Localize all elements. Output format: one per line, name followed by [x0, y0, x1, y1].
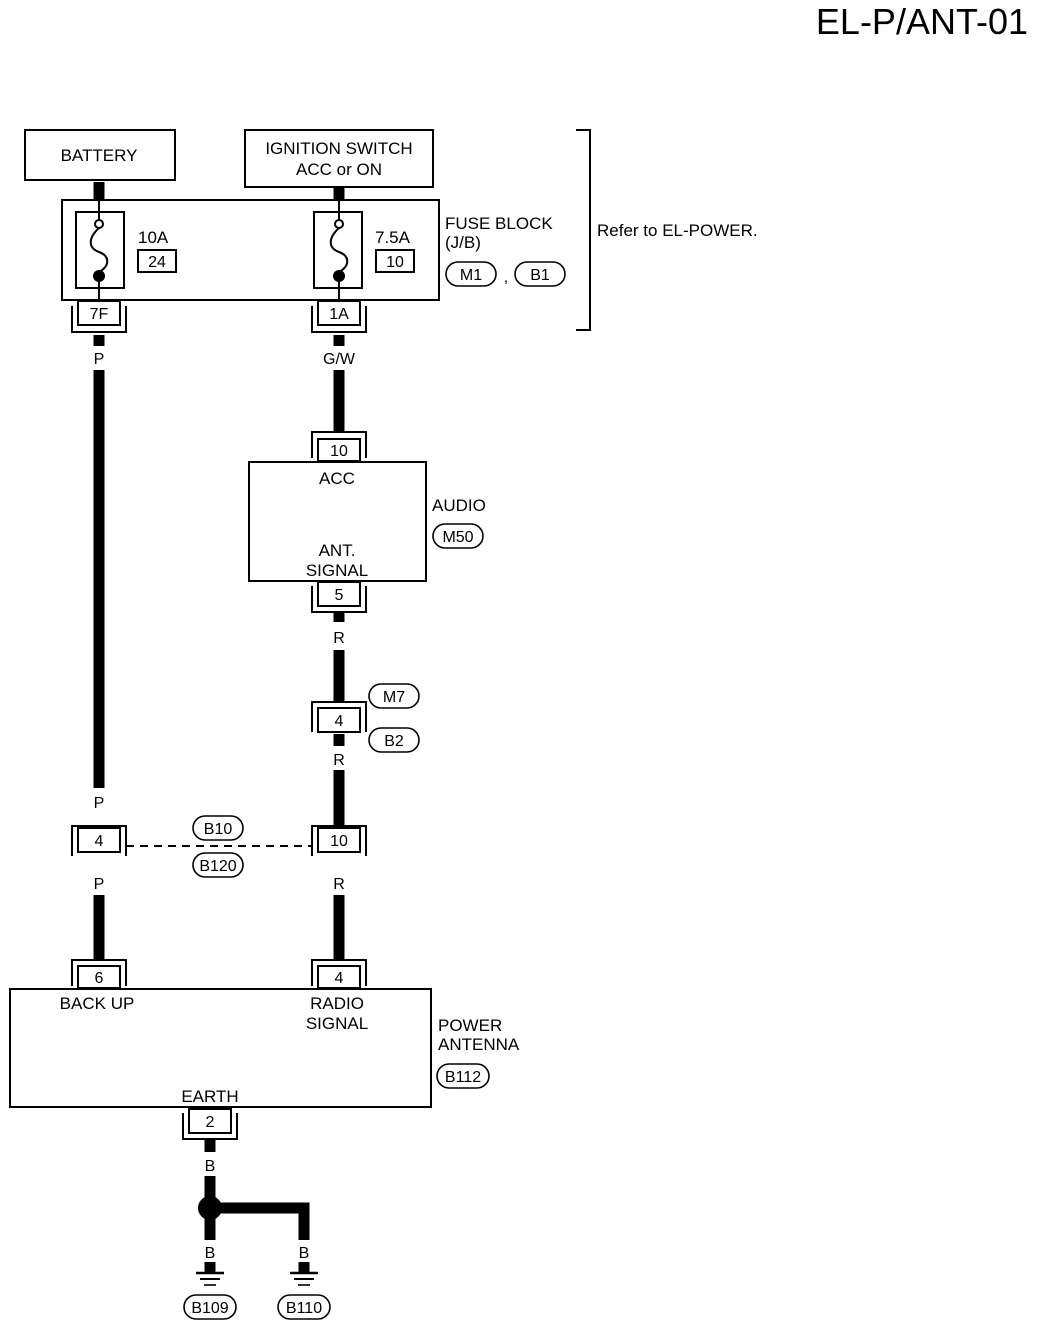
- fuse-block-title: FUSE BLOCK: [445, 214, 553, 233]
- ground-symbol-2: [290, 1271, 318, 1286]
- fuse-left-num-box: [137, 249, 177, 273]
- antenna-backup-label: BACK UP: [60, 994, 135, 1013]
- ground-b109: B109: [191, 1300, 228, 1317]
- splice-dot: [198, 1196, 222, 1220]
- connector-b120-pill: [192, 852, 244, 878]
- fuse-right-num: 10: [386, 254, 404, 271]
- audio-ant-label-2: SIGNAL: [306, 561, 368, 580]
- connector-m50-pill: [432, 523, 484, 549]
- joint-connector-b10-right: [311, 825, 367, 856]
- ground-b110: B110: [286, 1300, 322, 1317]
- ignition-label-1: IGNITION SWITCH: [265, 139, 412, 158]
- ground-symbol-1: [196, 1271, 224, 1286]
- connector-b10-pill: [192, 815, 244, 841]
- ignition-switch-box: [244, 129, 434, 188]
- antenna-pin-6: 6: [95, 970, 104, 987]
- fuse-left-amp: 10A: [138, 228, 169, 247]
- wire-color-r-3: R: [333, 876, 345, 893]
- terminal-1a: [311, 300, 367, 333]
- connector-b112-pill: [436, 1063, 490, 1089]
- antenna-radio-label-2: SIGNAL: [306, 1014, 368, 1033]
- wire-color-r-2: R: [333, 752, 345, 769]
- wire-color-p-2: P: [94, 795, 105, 812]
- fuse-right: [313, 200, 363, 300]
- antenna-pin-2-connector: [182, 1108, 238, 1140]
- antenna-earth-label: EARTH: [181, 1087, 238, 1106]
- connector-m50: M50: [442, 529, 473, 546]
- page-code: EL-P/ANT-01: [816, 1, 1028, 42]
- antenna-name-1: POWER: [438, 1016, 502, 1035]
- terminal-1a-label: 1A: [329, 306, 349, 323]
- terminal-7f-label: 7F: [90, 306, 109, 323]
- refer-note: Refer to EL-POWER.: [597, 221, 758, 240]
- connector-b10: B10: [204, 821, 233, 838]
- wire-color-gw: G/W: [323, 351, 356, 368]
- ground-b109-pill: [183, 1294, 237, 1320]
- audio-pin-5-connector: [311, 581, 367, 613]
- refer-bracket: [576, 129, 591, 331]
- antenna-pin-2: 2: [206, 1114, 215, 1131]
- power-antenna-unit: [9, 988, 432, 1108]
- connector-m1: M1: [460, 267, 482, 284]
- connector-b2-pill: [368, 727, 420, 753]
- wire-color-b-2: B: [205, 1245, 216, 1262]
- antenna-pin-6-connector: [71, 959, 127, 989]
- audio-ant-label-1: ANT.: [319, 541, 356, 560]
- wire-color-b-1: B: [205, 1158, 216, 1175]
- connector-b1-pill: [514, 261, 566, 287]
- antenna-pin-4: 4: [335, 970, 344, 987]
- connector-b1: B1: [530, 267, 550, 284]
- connector-b120: B120: [199, 858, 236, 875]
- battery-box: [24, 129, 176, 181]
- antenna-radio-label-1: RADIO: [310, 994, 364, 1013]
- connector-m7-pill: [368, 683, 420, 709]
- wire-b-branch: [210, 1202, 310, 1240]
- fuse-left-num: 24: [148, 254, 166, 271]
- battery-label: BATTERY: [61, 146, 138, 165]
- connector-b2: B2: [384, 733, 404, 750]
- joint-b10-pin-right: 10: [330, 833, 348, 850]
- connector-m7: M7: [383, 689, 405, 706]
- audio-name: AUDIO: [432, 496, 486, 515]
- fuse-right-amp: 7.5A: [375, 228, 411, 247]
- fuse-left: [75, 200, 125, 300]
- audio-pin-10: 10: [330, 443, 348, 460]
- connector-separator: ,: [504, 269, 508, 286]
- wire-color-r-1: R: [333, 630, 345, 647]
- joint-b10-pin-left: 4: [95, 833, 104, 850]
- wire-color-p-3: P: [94, 876, 105, 893]
- connector-m1-pill: [445, 261, 497, 287]
- wire-color-b-3: B: [299, 1245, 310, 1262]
- antenna-name-2: ANTENNA: [438, 1035, 520, 1054]
- ground-b110-pill: [277, 1294, 331, 1320]
- ignition-label-2: ACC or ON: [296, 160, 382, 179]
- joint-connector-b10-left: [71, 825, 127, 856]
- connector-b112: B112: [445, 1069, 481, 1086]
- joint-connector-m7-b2: [311, 701, 367, 733]
- fuse-right-num-box: [375, 249, 415, 273]
- wire-color-p-1: P: [94, 351, 105, 368]
- fuse-block-sub: (J/B): [445, 233, 481, 252]
- joint-m7-pin: 4: [335, 713, 344, 730]
- terminal-7f: [71, 300, 127, 333]
- audio-pin-5: 5: [335, 587, 344, 604]
- audio-acc-label: ACC: [319, 469, 355, 488]
